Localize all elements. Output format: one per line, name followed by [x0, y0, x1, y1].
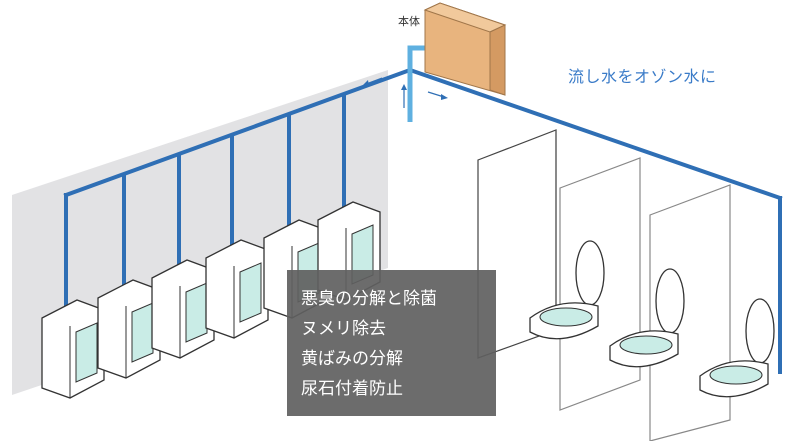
supply-pipe — [407, 45, 430, 122]
benefit-item-3: 黄ばみの分解 — [301, 349, 403, 369]
toilet-row — [529, 240, 775, 398]
benefit-item-4: 尿石付着防止 — [301, 379, 403, 399]
unit-label: 本体 — [398, 15, 420, 28]
urinal-3 — [151, 259, 215, 359]
urinal-1 — [41, 299, 105, 399]
headline-label: 流し水をオゾン水に — [568, 67, 717, 86]
urinal-2 — [97, 279, 161, 379]
flow-arrow-left — [365, 77, 383, 85]
benefit-item-1: 悪臭の分解と除菌 — [301, 289, 437, 309]
toilet-1 — [529, 240, 605, 340]
benefit-item-2: ヌメリ除去 — [301, 319, 386, 339]
water-pipes — [63, 67, 783, 374]
toilet-3 — [699, 298, 775, 398]
toilet-2 — [609, 268, 685, 368]
benefits-box: 悪臭の分解と除菌 ヌメリ除去 黄ばみの分解 尿石付着防止 — [287, 270, 496, 416]
ozone-unit-box — [423, 2, 507, 96]
urinal-4 — [205, 239, 269, 339]
